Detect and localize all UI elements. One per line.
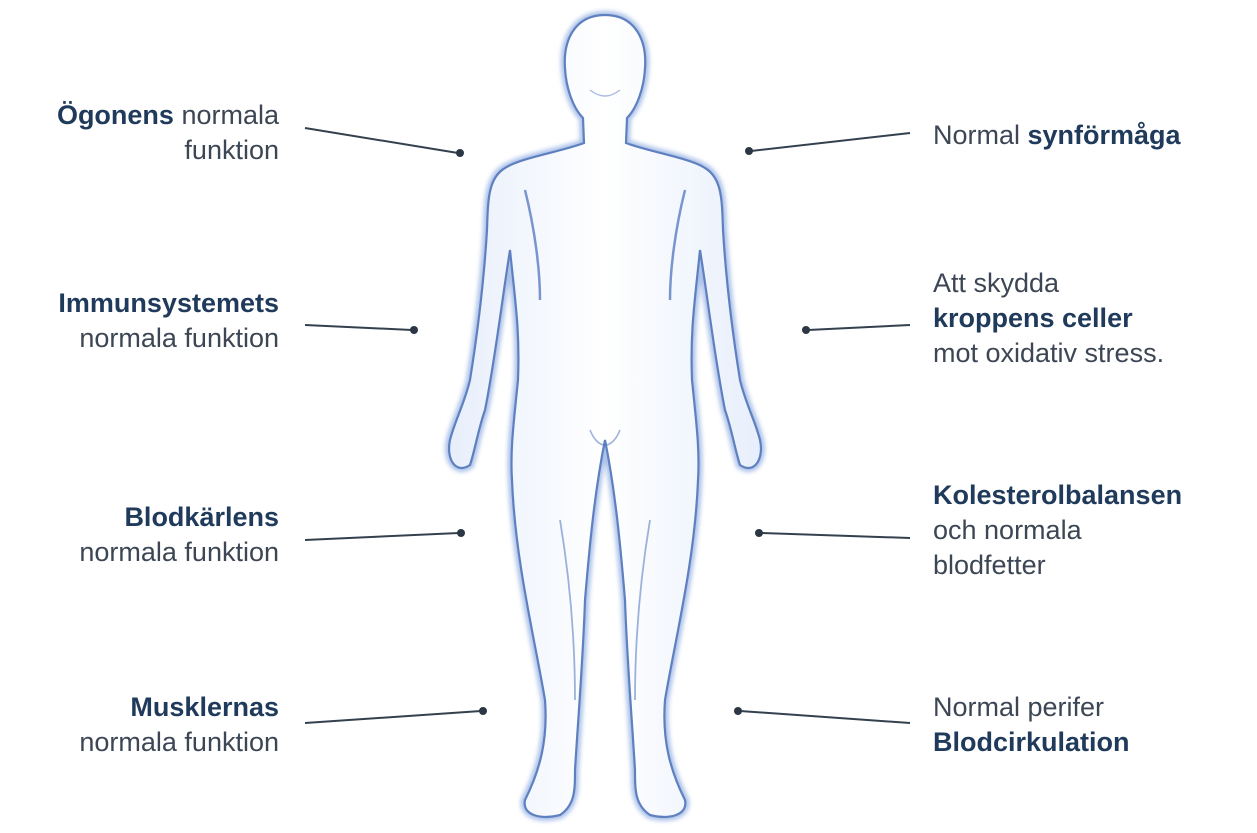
label-cholesterol-line2: och normala [933,513,1182,548]
connector-dot-vessels [457,529,465,537]
connector-vessels [305,533,459,540]
label-vessels-line2: normala funktion [79,535,279,570]
label-immune: Immunsystemets normala funktion [58,286,279,356]
connector-dot-cells [802,326,810,334]
label-vessels: Blodkärlens normala funktion [79,500,279,570]
label-vision-bold: synförmåga [1028,120,1181,150]
human-body-figure [449,15,761,817]
label-cells-bold: kroppens celler [933,303,1133,333]
label-vessels-bold: Blodkärlens [124,502,279,532]
label-eyes-line2: funktion [57,133,279,168]
label-vision-pre: Normal [933,120,1028,150]
label-circulation-pre: Normal perifer [933,690,1130,725]
label-cells-pre: Att skydda [933,266,1164,301]
label-cells-line3: mot oxidativ stress. [933,336,1164,371]
label-cholesterol: Kolesterolbalansen och normala blodfette… [933,478,1182,583]
connector-eyes [305,128,458,153]
connector-dot-immune [410,326,418,334]
label-vision: Normal synförmåga [933,118,1181,153]
connector-dot-cholesterol [755,529,763,537]
connector-cholesterol [761,533,910,538]
label-muscles-bold: Musklernas [130,692,279,722]
label-eyes: Ögonens normala funktion [57,98,279,168]
connector-cells [808,325,910,330]
label-muscles-line2: normala funktion [79,725,279,760]
connector-dot-circulation [734,707,742,715]
label-eyes-bold: Ögonens [57,100,174,130]
label-cholesterol-line3: blodfetter [933,548,1182,583]
connector-dot-muscles [479,707,487,715]
connector-dot-vision [745,147,753,155]
connector-circulation [740,711,910,723]
label-circulation: Normal perifer Blodcirkulation [933,690,1130,760]
connector-vision [751,133,910,151]
label-circulation-bold: Blodcirkulation [933,727,1130,757]
connector-immune [305,325,412,330]
label-cells: Att skydda kroppens celler mot oxidativ … [933,266,1164,371]
connector-muscles [305,711,481,723]
label-muscles: Musklernas normala funktion [79,690,279,760]
label-immune-line2: normala funktion [58,321,279,356]
label-cholesterol-bold: Kolesterolbalansen [933,480,1182,510]
label-eyes-rest: normala [174,100,279,130]
connector-dot-eyes [456,149,464,157]
label-immune-bold: Immunsystemets [58,288,279,318]
body-outline [449,15,761,817]
